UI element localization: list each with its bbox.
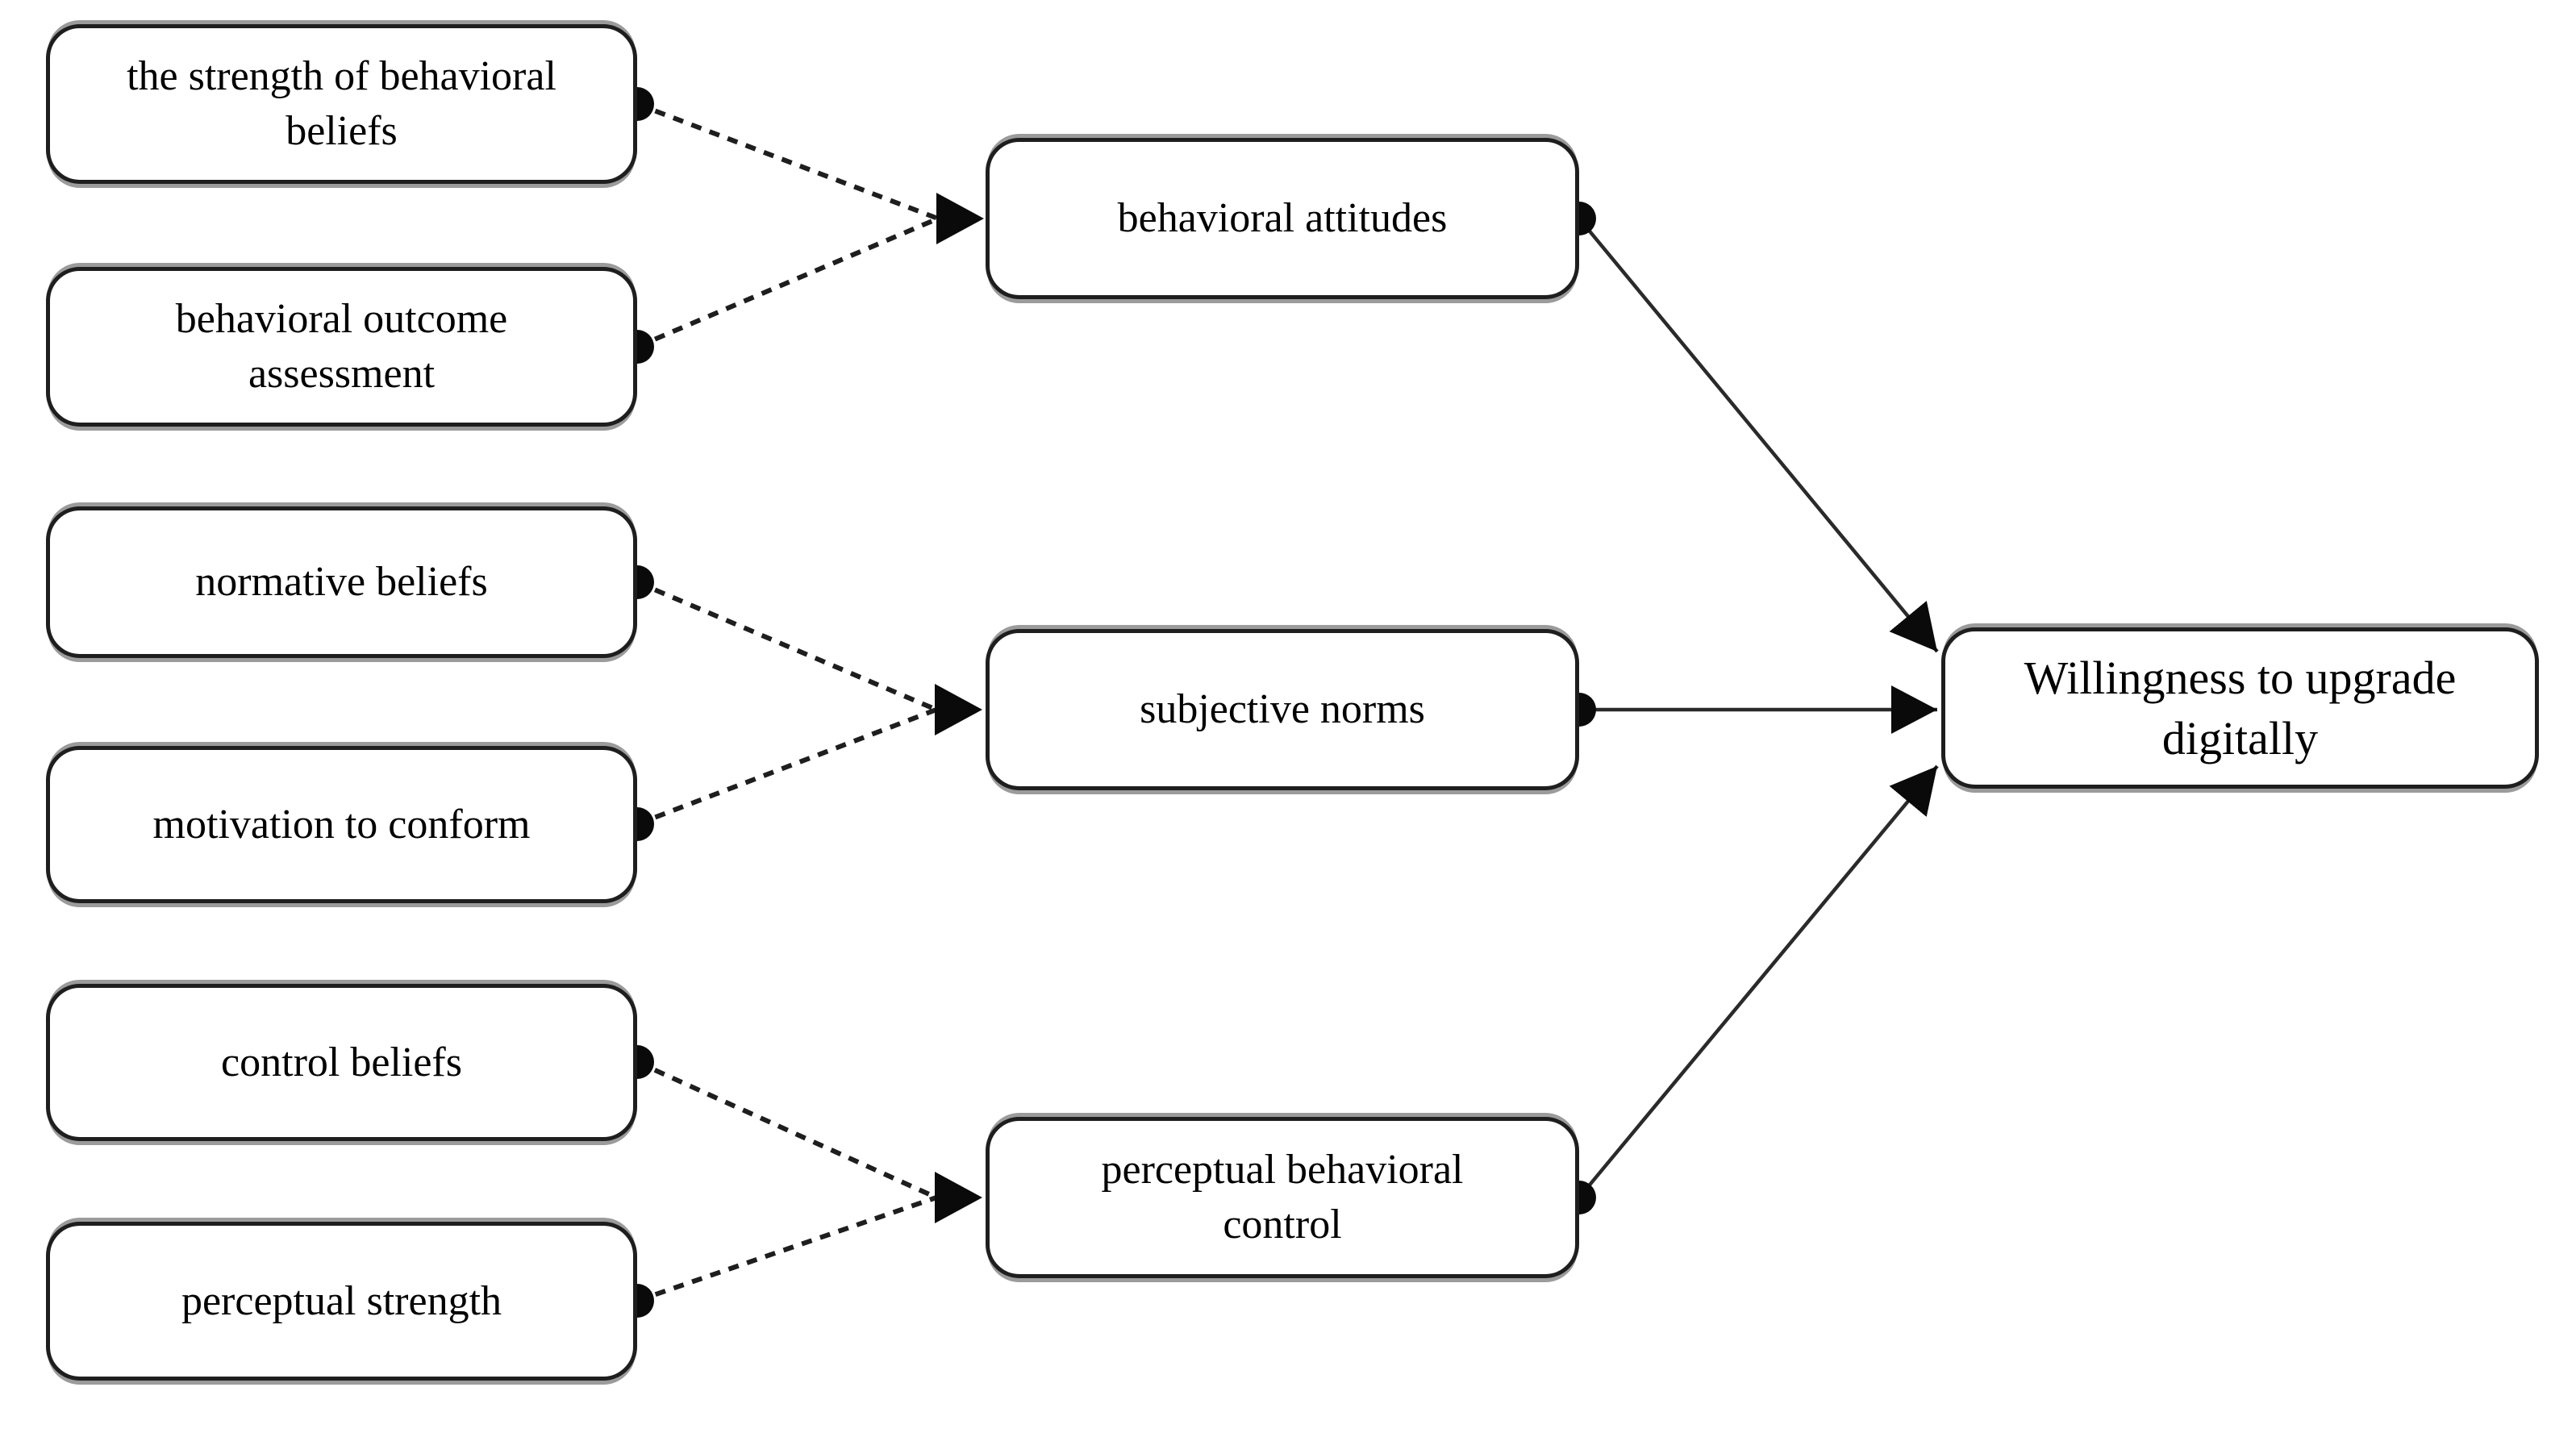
edge-strength-to-attitudes [636,102,940,221]
node-control-beliefs: control beliefs [46,984,637,1141]
arrowhead-into-attitudes [936,193,984,244]
arrowhead-into-norms [935,684,982,735]
edge-control-to-pbc [636,1060,938,1200]
node-motivation-to-conform: motivation to conform [46,746,637,903]
node-perceptual-strength: perceptual strength [46,1222,637,1381]
edge-normative-to-norms [636,580,938,712]
edge-strengthp-to-pbc [636,1195,937,1303]
node-behavioral-attitudes: behavioral attitudes [986,138,1579,299]
node-normative-beliefs: normative beliefs [46,506,637,658]
edge-outcome-to-attitudes [636,216,940,349]
arrowhead-into-pbc [935,1172,982,1223]
node-strength-of-behavioral-beliefs: the strength of behavioral beliefs [46,24,637,184]
node-behavioral-outcome-assessment: behavioral outcome assessment [46,267,637,427]
node-willingness-to-upgrade-digitally: Willingness to upgrade digitally [1941,627,2539,789]
node-perceptual-behavioral-control: perceptual behavioral control [986,1117,1579,1278]
node-subjective-norms: subjective norms [986,629,1579,790]
edge-attitudes-to-willingness [1578,217,1939,653]
edge-motivation-to-norms [636,707,938,827]
edge-pbc-to-willingness [1578,764,1939,1199]
